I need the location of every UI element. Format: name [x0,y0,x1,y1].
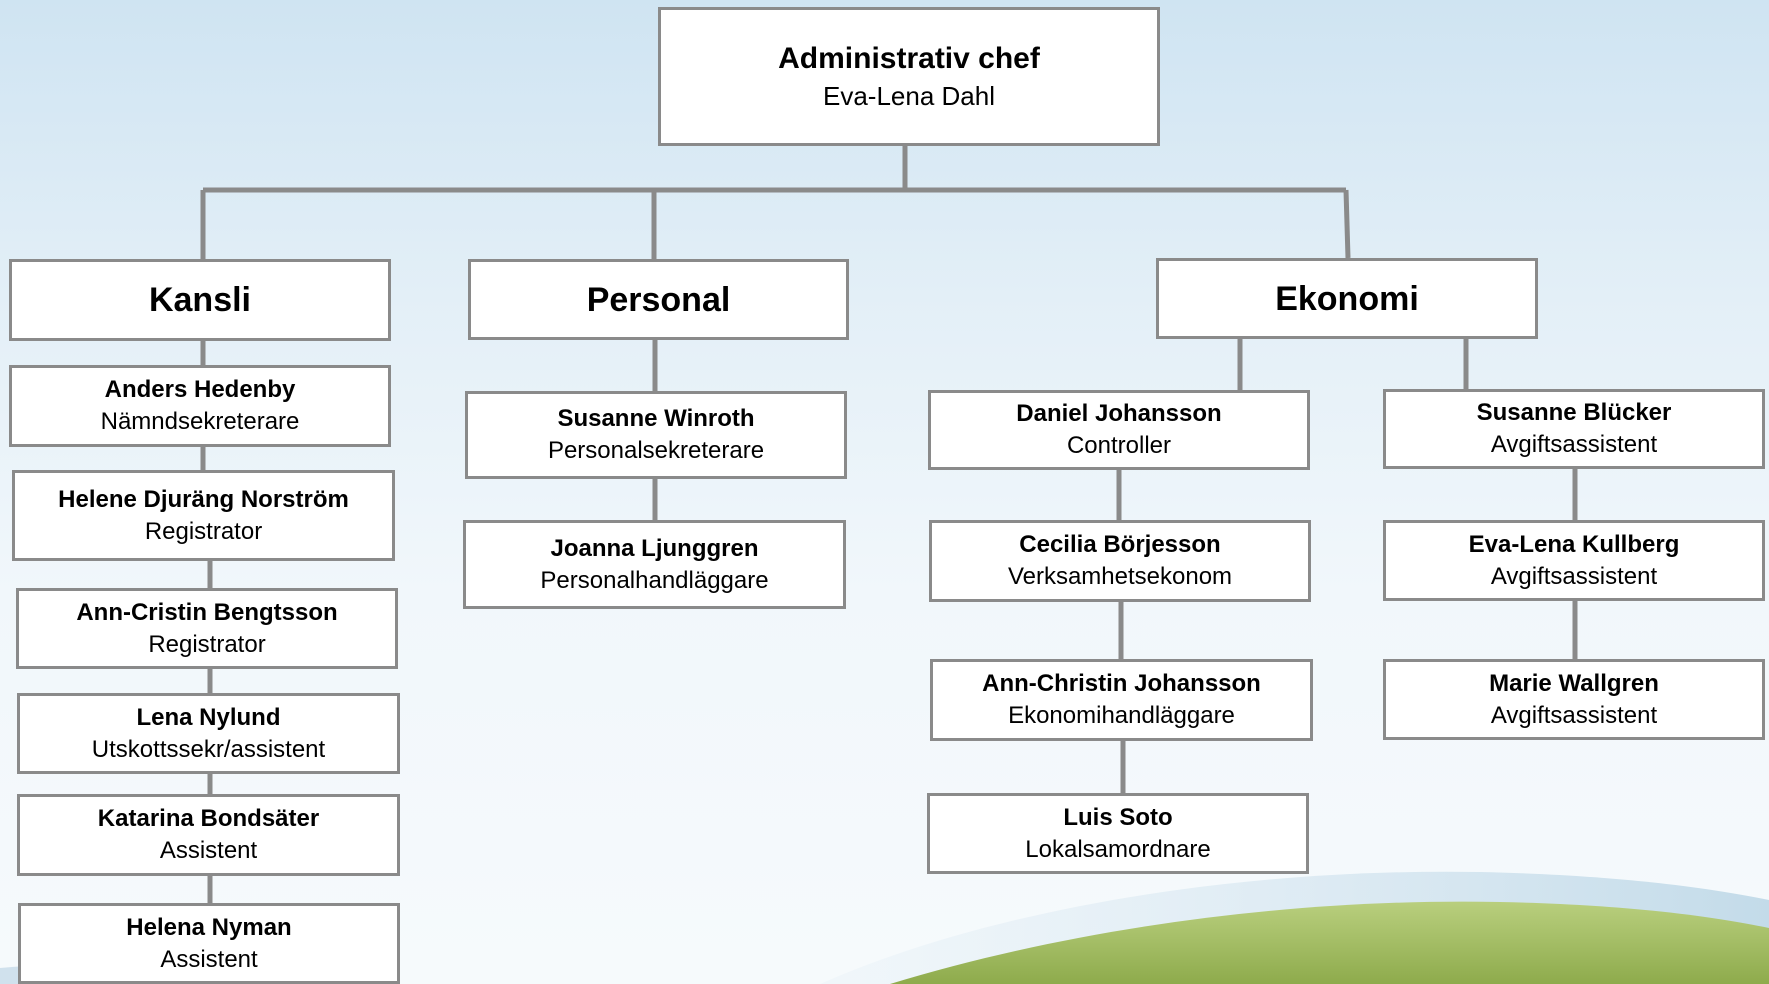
staff-box: Katarina Bondsäter Assistent [17,794,400,876]
top-box: Administrativ chef Eva-Lena Dahl [658,7,1160,146]
staff-role: Registrator [148,630,266,658]
staff-name: Susanne Winroth [557,405,755,432]
staff-box: Anders Hedenby Nämndsekreterare [9,365,391,447]
staff-role: Ekonomihandläggare [1008,702,1235,729]
staff-name: Marie Wallgren [1489,669,1659,697]
staff-box: Eva-Lena Kullberg Avgiftsassistent [1383,520,1765,601]
staff-role: Assistent [159,837,258,864]
staff-role: Avgiftsassistent [1490,562,1658,590]
staff-role: Controller [1066,432,1172,459]
connector-line [1343,189,1351,259]
staff-role: Avgiftsassistent [1490,431,1658,458]
staff-box: Helena Nyman Assistent [18,903,400,984]
staff-role: Utskottssekr/assistent [91,735,326,763]
staff-box: Ann-Cristin Bengtsson Registrator [16,588,398,669]
staff-name: Anders Hedenby [104,376,296,403]
staff-box: Cecilia Börjesson Verksamhetsekonom [929,520,1311,602]
top-person: Eva-Lena Dahl [823,80,995,111]
staff-name: Katarina Bondsäter [97,805,320,832]
staff-box: Susanne Winroth Personalsekreterare [465,391,847,479]
staff-role: Avgiftsassistent [1490,701,1658,729]
staff-box: Ann-Christin Johansson Ekonomihandläggar… [930,659,1313,741]
staff-name: Luis Soto [1063,803,1173,831]
staff-box: Marie Wallgren Avgiftsassistent [1383,659,1765,740]
dept-personal: Personal [468,259,849,340]
dept-personal-label: Personal [586,280,731,319]
staff-role: Personalsekreterare [547,437,765,464]
staff-name: Eva-Lena Kullberg [1468,530,1680,558]
staff-name: Cecilia Börjesson [1019,531,1221,558]
staff-box: Luis Soto Lokalsamordnare [927,793,1309,874]
staff-role: Verksamhetsekonom [1007,563,1233,590]
staff-name: Ann-Cristin Bengtsson [76,598,338,626]
dept-kansli: Kansli [9,259,391,341]
staff-box: Helene Djuräng Norström Registrator [12,470,395,561]
staff-name: Ann-Christin Johansson [982,670,1261,697]
staff-role: Registrator [144,517,263,545]
staff-name: Helena Nyman [126,913,292,941]
staff-name: Susanne Blücker [1476,399,1672,426]
dept-kansli-label: Kansli [148,281,252,319]
dept-ekonomi-label: Ekonomi [1275,279,1419,318]
staff-box: Joanna Ljunggren Personalhandläggare [463,520,846,609]
staff-role: Personalhandläggare [540,566,769,594]
staff-name: Joanna Ljunggren [550,534,759,562]
staff-box: Daniel Johansson Controller [928,390,1310,470]
staff-name: Lena Nylund [136,703,281,731]
staff-role: Nämndsekreterare [100,408,300,435]
staff-box: Susanne Blücker Avgiftsassistent [1383,389,1765,469]
staff-box: Lena Nylund Utskottssekr/assistent [17,693,400,774]
top-title: Administrativ chef [778,41,1040,75]
hill-green [890,901,1769,984]
staff-name: Daniel Johansson [1016,400,1222,427]
staff-role: Assistent [160,945,258,973]
staff-role: Lokalsamordnare [1025,835,1211,863]
staff-name: Helene Djuräng Norström [58,485,349,513]
dept-ekonomi: Ekonomi [1156,258,1538,339]
